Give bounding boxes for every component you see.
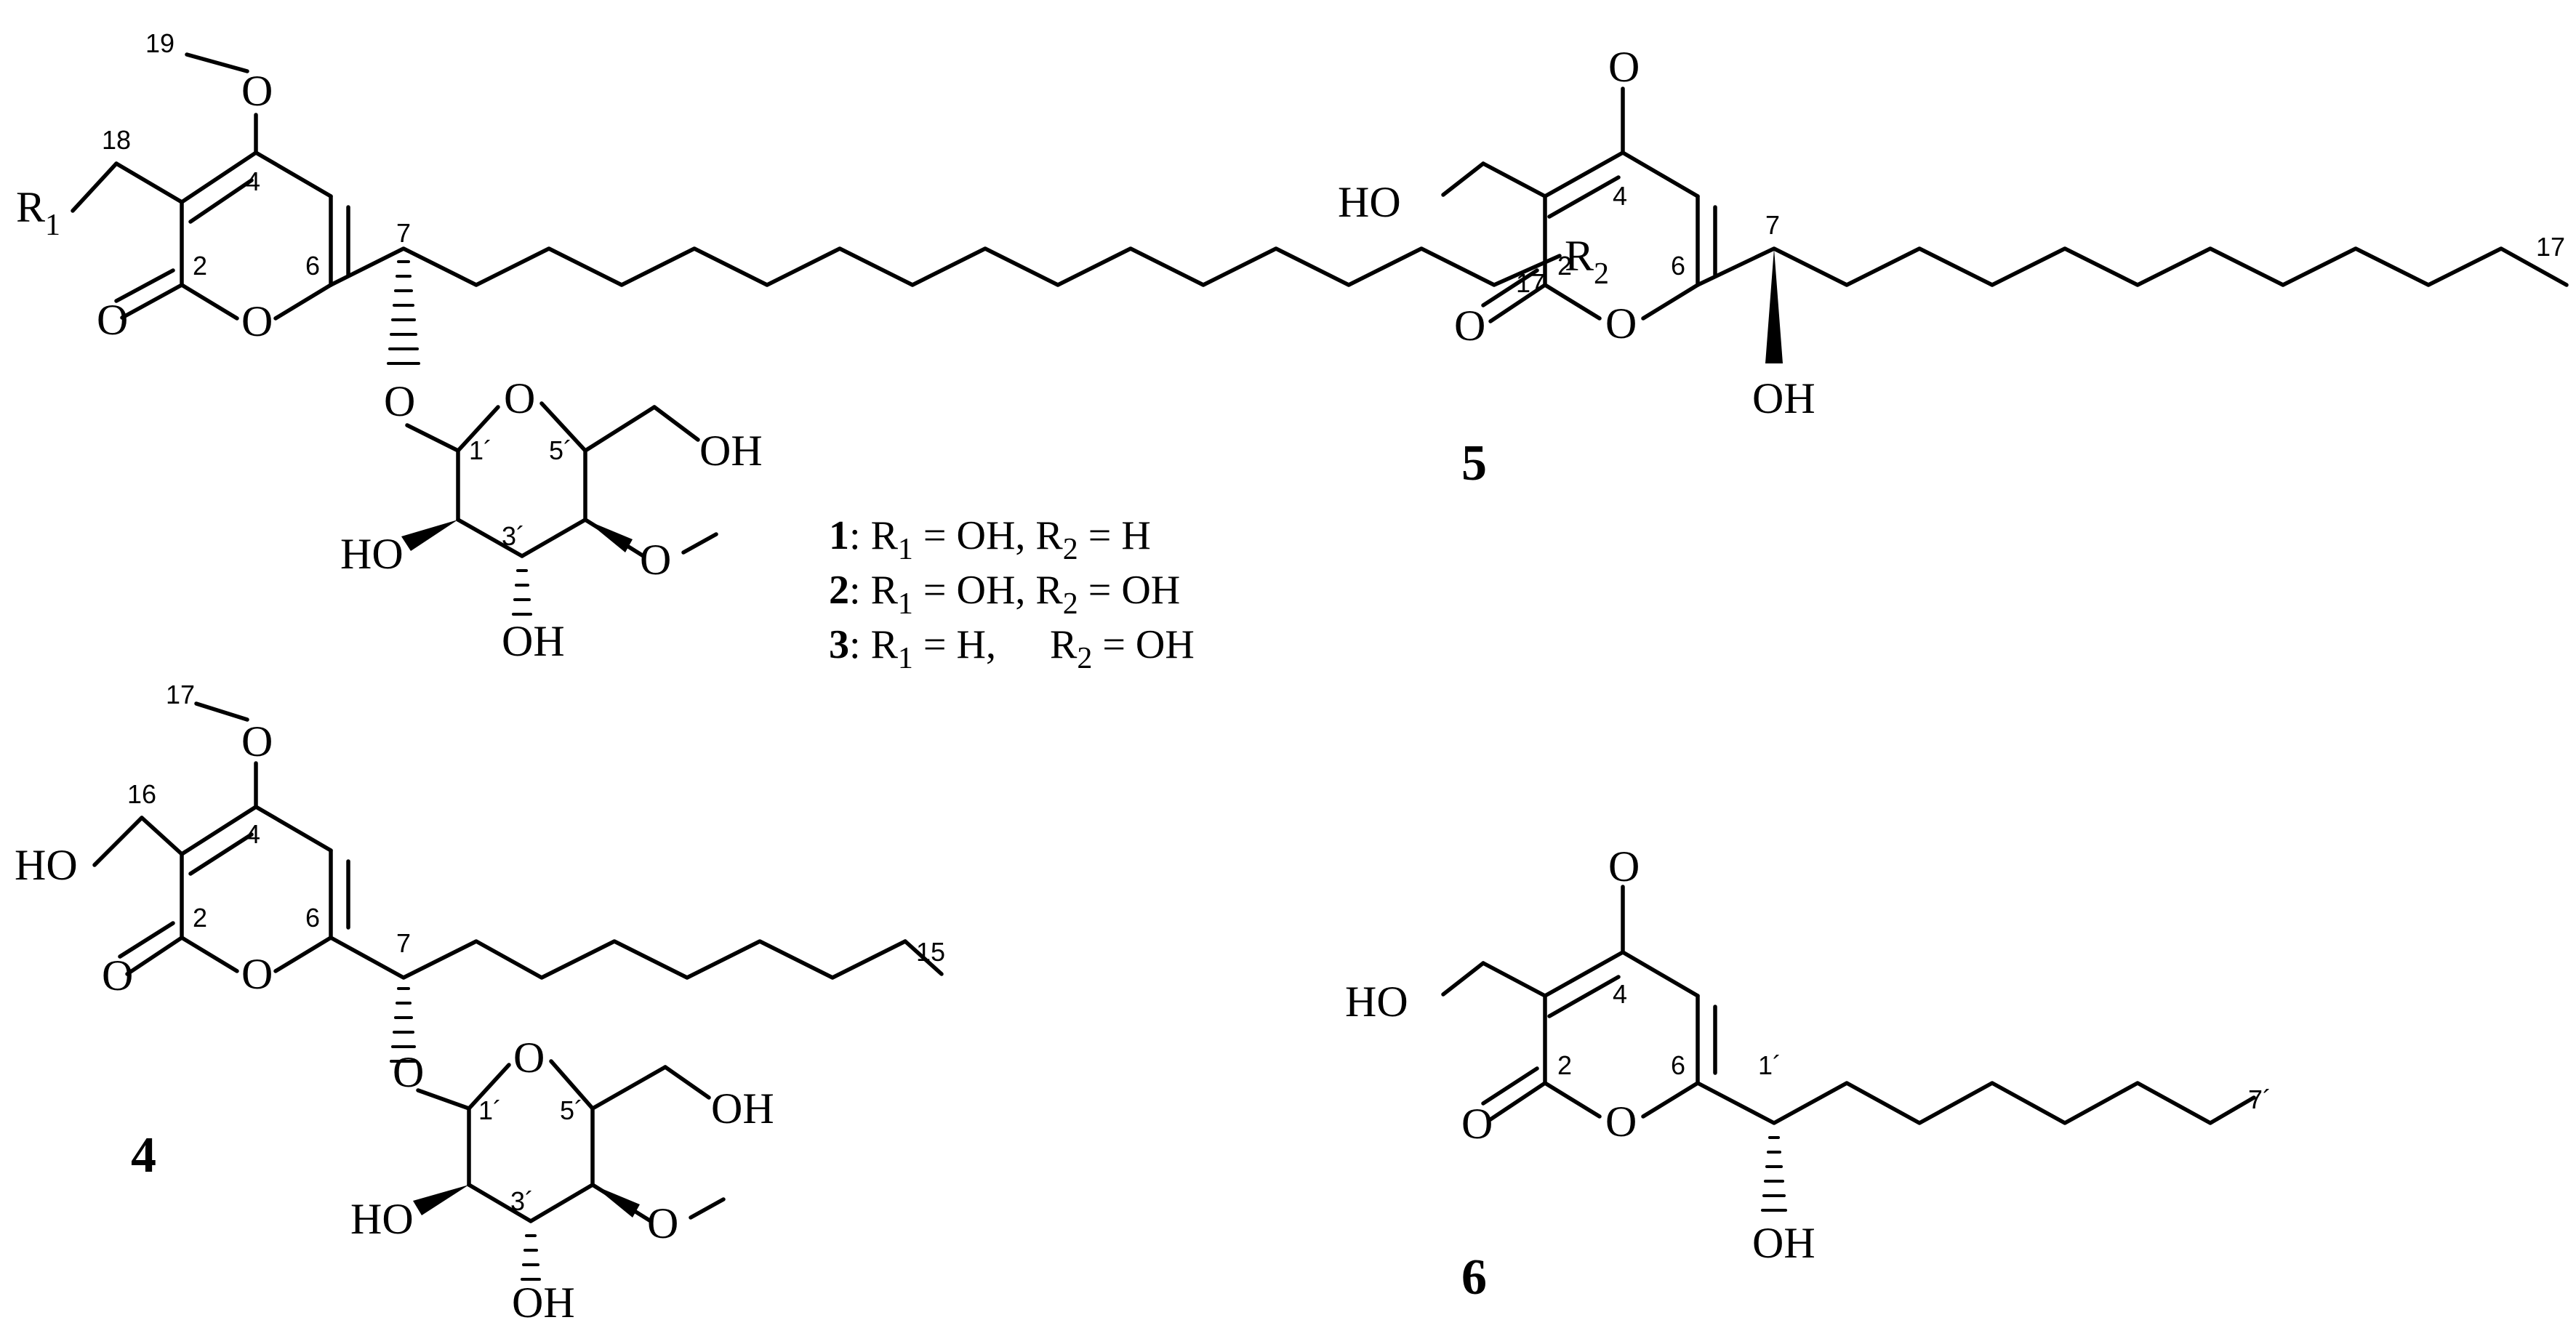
locant-c3p: 3´: [502, 521, 525, 551]
atom-o-methoxy: O: [1608, 842, 1640, 890]
atom-o-carbonyl: O: [102, 951, 133, 999]
locant-c3p: 3´: [510, 1186, 534, 1216]
compound-label-4: 4: [131, 1127, 156, 1183]
substituent-table: 1: R1 = OH, R2 = H 2: R1 = OH, R2 = OH 3…: [829, 513, 1195, 675]
locant-c1p: 1´: [478, 1095, 502, 1125]
atom-o-glycosidic: O: [384, 377, 415, 425]
atom-o-4p: O: [647, 1199, 678, 1247]
atom-o-methoxy: O: [241, 717, 273, 765]
r1-label: R1: [16, 183, 60, 242]
atom-o-carbonyl: O: [1454, 302, 1485, 350]
atom-ho-2p: HO: [340, 530, 404, 578]
locant-c2: 2: [193, 251, 207, 281]
structure-4: [92, 701, 944, 1281]
locant-c17: 17: [1516, 268, 1545, 298]
locant-c7: 7: [396, 218, 411, 248]
table-row-1: 1: R1 = OH, R2 = H: [829, 513, 1151, 566]
locant-c15: 15: [916, 937, 945, 967]
atom-o-carbonyl: O: [1461, 1100, 1493, 1148]
structure-1-3: [71, 52, 1562, 616]
locant-c7p: 7´: [2248, 1084, 2271, 1114]
locant-c4: 4: [246, 166, 260, 196]
locant-c5p: 5´: [549, 435, 572, 465]
locant-c18: 18: [102, 125, 131, 155]
locant-c4: 4: [1613, 181, 1627, 211]
table-row-2: 2: R1 = OH, R2 = OH: [829, 568, 1180, 621]
atom-oh: OH: [1752, 374, 1815, 422]
atom-o-ring: O: [241, 950, 273, 998]
locant-c4: 4: [1613, 979, 1627, 1009]
locant-c1p: 1´: [469, 435, 492, 465]
atom-oh: OH: [1752, 1219, 1815, 1267]
locant-c17: 17: [166, 680, 195, 709]
atom-o-carbonyl: O: [97, 296, 128, 344]
atom-ho: HO: [1338, 178, 1401, 226]
atom-oh-6p: OH: [711, 1084, 774, 1132]
locant-c7: 7: [1765, 210, 1780, 240]
atom-ho-2p: HO: [350, 1195, 414, 1243]
locant-c16: 16: [127, 779, 156, 809]
atom-o-ring: O: [1605, 1098, 1637, 1146]
locant-c4: 4: [246, 819, 260, 849]
locant-c6: 6: [305, 251, 320, 281]
labels-1-3: 19 O 18 R1 4 2 6 7 O O 17 R2 O O 1´ 5´ 3…: [16, 28, 1609, 665]
structure-6: [1441, 885, 2256, 1212]
atom-o-methoxy: O: [241, 67, 273, 115]
atom-o-ring: O: [1605, 299, 1637, 347]
locant-c6: 6: [1671, 251, 1685, 281]
atom-oh-3p: OH: [502, 617, 565, 665]
atom-o-methoxy: O: [1608, 43, 1640, 91]
atom-oh-3p: OH: [512, 1279, 575, 1320]
atom-o-glycosidic: O: [393, 1048, 424, 1096]
locant-c17: 17: [2536, 232, 2565, 262]
atom-ho: HO: [1345, 978, 1408, 1026]
atom-o-4p: O: [640, 536, 671, 584]
locant-c6: 6: [1671, 1050, 1685, 1080]
locant-c2: 2: [193, 903, 207, 933]
table-row-3: 3: R1 = H, R2 = OH: [829, 622, 1195, 675]
locant-c2: 2: [1557, 1050, 1572, 1080]
locant-c7: 7: [396, 928, 411, 958]
atom-ho-16: HO: [15, 841, 78, 889]
hashed-wedge-c7: [387, 260, 420, 365]
atom-oh-6p: OH: [699, 427, 763, 475]
locant-c6: 6: [305, 903, 320, 933]
locant-c19: 19: [145, 28, 174, 58]
locant-c2: 2: [1557, 251, 1572, 281]
structure-5: [1441, 86, 2569, 363]
r2-label: R2: [1565, 232, 1609, 291]
labels-5: O HO 4 2 6 7 17 O O OH 5: [1338, 43, 2565, 491]
locant-c5p: 5´: [560, 1095, 583, 1125]
labels-4: 17 O 16 HO 4 2 6 7 15 O O O O 1´ 5´ 3´ O…: [15, 680, 945, 1320]
labels-6: O HO 4 2 6 1´ 7´ O O OH 6: [1345, 842, 2271, 1305]
compound-label-5: 5: [1461, 435, 1487, 491]
locant-c1p: 1´: [1758, 1050, 1781, 1080]
atom-o-sugar-ring: O: [513, 1034, 545, 1082]
atom-o-sugar-ring: O: [504, 374, 535, 422]
atom-o-ring: O: [241, 297, 273, 345]
compound-label-6: 6: [1461, 1249, 1487, 1305]
